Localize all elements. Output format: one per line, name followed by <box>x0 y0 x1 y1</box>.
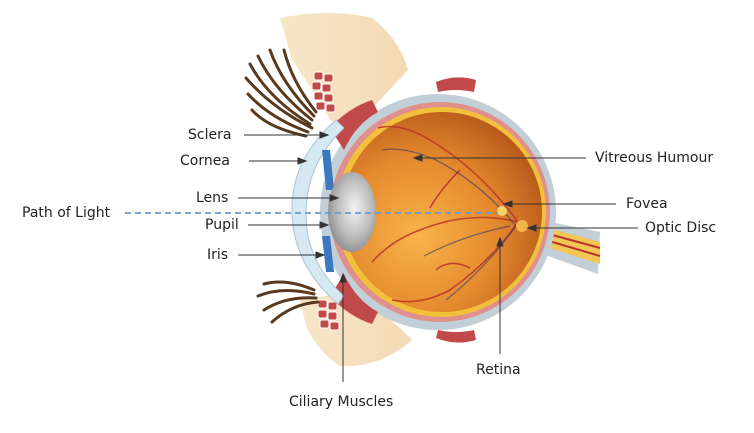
lower-eyelashes <box>256 280 320 324</box>
ciliary-body-upper <box>330 100 378 150</box>
iris-upper <box>322 150 334 190</box>
label-fovea: Fovea <box>626 196 668 212</box>
vitreous-humour <box>342 112 542 312</box>
ciliary-body-lower <box>330 274 378 324</box>
upper-eyelid <box>280 13 408 130</box>
inferior-muscle <box>436 330 476 343</box>
label-pupil: Pupil <box>205 217 239 233</box>
upper-tarsal-gland <box>311 71 336 113</box>
label-retina: Retina <box>476 362 521 378</box>
label-iris: Iris <box>207 247 229 263</box>
cornea <box>291 119 345 305</box>
label-cornea: Cornea <box>180 153 230 169</box>
label-optic-disc: Optic Disc <box>645 220 717 236</box>
retinal-vessels <box>371 125 519 303</box>
optic-disc-spot <box>516 220 528 232</box>
lens <box>328 172 376 252</box>
lower-eyelid <box>300 292 412 367</box>
superior-muscle <box>436 77 476 92</box>
upper-eyelashes <box>244 48 318 138</box>
label-vitreous-humour: Vitreous Humour <box>595 150 714 166</box>
fovea-spot <box>497 206 507 216</box>
lower-tarsal-gland <box>317 299 340 331</box>
label-sclera: Sclera <box>188 127 232 143</box>
label-path-of-light: Path of Light <box>22 205 111 221</box>
label-ciliary-muscles: Ciliary Muscles <box>289 394 394 410</box>
iris-lower <box>322 236 334 272</box>
label-lens: Lens <box>196 190 229 206</box>
